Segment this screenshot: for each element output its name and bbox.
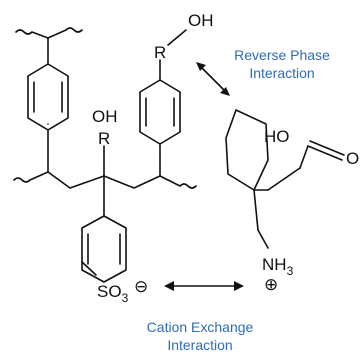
carbonyl-o-label: O [346, 149, 359, 168]
bond-ring2-to-so3 [81, 261, 97, 276]
benzene-ring-lower [81, 215, 127, 283]
cation-exchange-line2: Interaction [167, 337, 233, 353]
cyclohexane-ring [225, 109, 269, 191]
oh-mid-label: OH [92, 107, 118, 126]
nh3-label: NH3 [262, 255, 294, 278]
cation-exchange-line1: Cation Exchange [146, 319, 254, 335]
ho-label: HO [264, 127, 290, 146]
plus-charge: ⊕ [264, 275, 278, 294]
bond-ring-to-ch2-n [253, 189, 259, 231]
reverse-phase-line2: Interaction [249, 65, 315, 81]
reverse-phase-line1: Reverse Phase [234, 47, 330, 63]
oh-top-label: OH [188, 11, 214, 30]
analyte-molecule: HO O NH3 ⊕ [225, 109, 359, 294]
polymer-resin: R OH R OH SO3 ⊖ [13, 11, 214, 305]
backbone-top [15, 27, 83, 39]
bond-ring-to-ch2 [267, 167, 301, 191]
r-mid-label: R [98, 129, 110, 148]
bond-r-to-oh-top [167, 29, 187, 46]
reverse-phase-caption: Reverse Phase Interaction [212, 46, 352, 82]
minus-charge: ⊖ [134, 277, 148, 296]
reverse-phase-arrow [196, 62, 230, 96]
bond-ch2-to-cooh [299, 145, 309, 169]
cation-exchange-arrow [164, 281, 244, 291]
so3-label: SO3 [97, 282, 129, 305]
bond-ch2-to-n [257, 229, 269, 249]
bond-c-to-o-double-a [307, 145, 343, 161]
backbone-main [13, 171, 197, 189]
bond-c-to-o-double-b [309, 140, 345, 156]
cation-exchange-caption: Cation Exchange Interaction [120, 318, 280, 354]
r-top-label: R [154, 43, 166, 62]
